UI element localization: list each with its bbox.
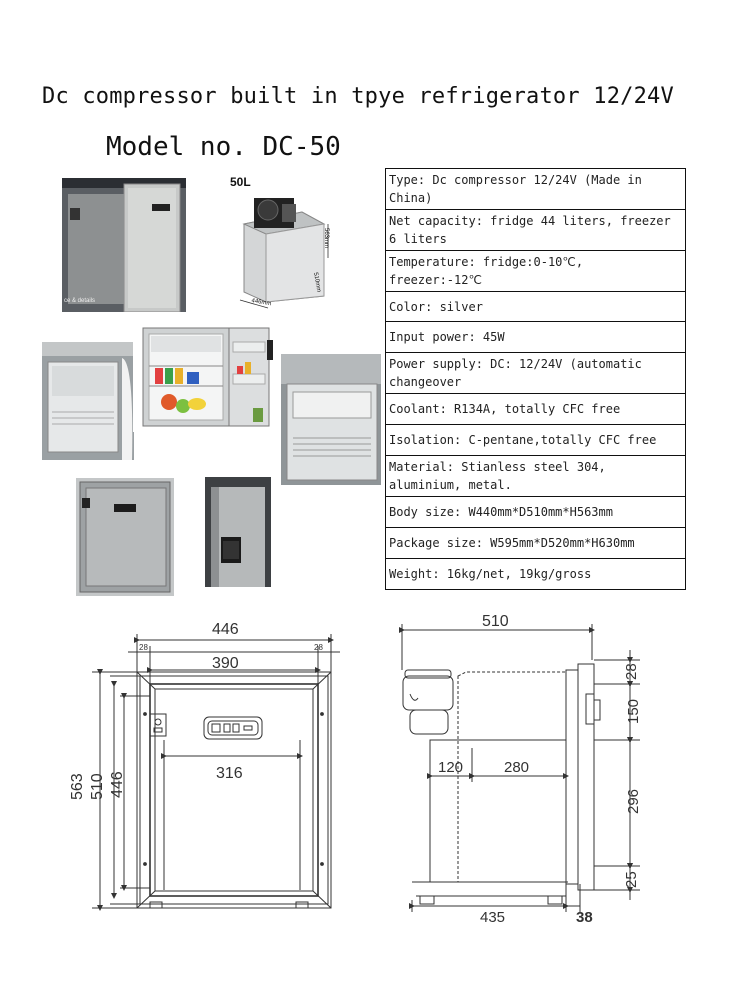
photo-caption: ce & details	[64, 298, 96, 304]
photo-interior-food	[133, 322, 275, 432]
dim-width-inner: 390	[212, 655, 239, 672]
table-row: Package size: W595mm*D520mm*H630mm	[385, 527, 686, 559]
dim-cabinet-depth: 280	[504, 759, 529, 776]
photo-interior-empty	[42, 342, 134, 460]
spec-weight: Weight: 16kg/net, 19kg/gross	[385, 558, 686, 590]
photo-freezer-compartment	[281, 354, 381, 485]
dim-width-cabinet: 316	[216, 765, 243, 782]
table-row: Net capacity: fridge 44 liters, freezer …	[385, 209, 686, 251]
table-row: Weight: 16kg/net, 19kg/gross	[385, 558, 686, 590]
spec-power-supply: Power supply: DC: 12/24V (automatic chan…	[385, 352, 686, 394]
dim-bottom-gap: 25	[623, 871, 640, 888]
table-row: Material: Stianless steel 304, aluminium…	[385, 455, 686, 497]
page-title: Dc compressor built in tpye refrigerator…	[42, 84, 674, 109]
spec-table: Type: Dc compressor 12/24V (Made in Chin…	[385, 168, 686, 590]
dim-base-depth: 435	[480, 909, 505, 926]
spec-coolant: Coolant: R134A, totally CFC free	[385, 393, 686, 425]
dim-compressor-depth: 120	[438, 759, 463, 776]
dim-side-right: 28	[314, 643, 323, 652]
dim-upper: 150	[625, 699, 642, 724]
capacity-label: 50L	[230, 175, 251, 189]
dim-door-depth: 38	[576, 909, 593, 926]
dim-top-gap: 28	[623, 663, 640, 680]
spec-input-power: Input power: 45W	[385, 321, 686, 353]
spec-body-size: Body size: W440mm*D510mm*H563mm	[385, 496, 686, 528]
photo-front-door	[76, 478, 174, 596]
dim-width-outer: 446	[212, 621, 239, 638]
dim-height-outer: 563	[69, 773, 86, 800]
table-row: Power supply: DC: 12/24V (automatic chan…	[385, 352, 686, 394]
model-number: Model no. DC-50	[106, 132, 341, 162]
side-view-drawing	[399, 624, 640, 912]
spec-material: Material: Stianless steel 304, aluminium…	[385, 455, 686, 497]
photo-fridge-dimensions	[228, 188, 338, 310]
dim-side-left: 28	[139, 643, 148, 652]
photo-fridge-installed	[62, 178, 186, 312]
dim-height-mid: 510	[89, 773, 106, 800]
photo-door-latch	[205, 477, 271, 587]
front-view-drawing	[92, 634, 340, 911]
spec-package-size: Package size: W595mm*D520mm*H630mm	[385, 527, 686, 559]
table-row: Input power: 45W	[385, 321, 686, 353]
table-row: Coolant: R134A, totally CFC free	[385, 393, 686, 425]
dim-lower: 296	[625, 789, 642, 814]
dim-depth-total: 510	[482, 613, 509, 630]
table-row: Body size: W440mm*D510mm*H563mm	[385, 496, 686, 528]
spec-capacity: Net capacity: fridge 44 liters, freezer …	[385, 209, 686, 251]
dim-height-inner: 446	[109, 771, 126, 798]
